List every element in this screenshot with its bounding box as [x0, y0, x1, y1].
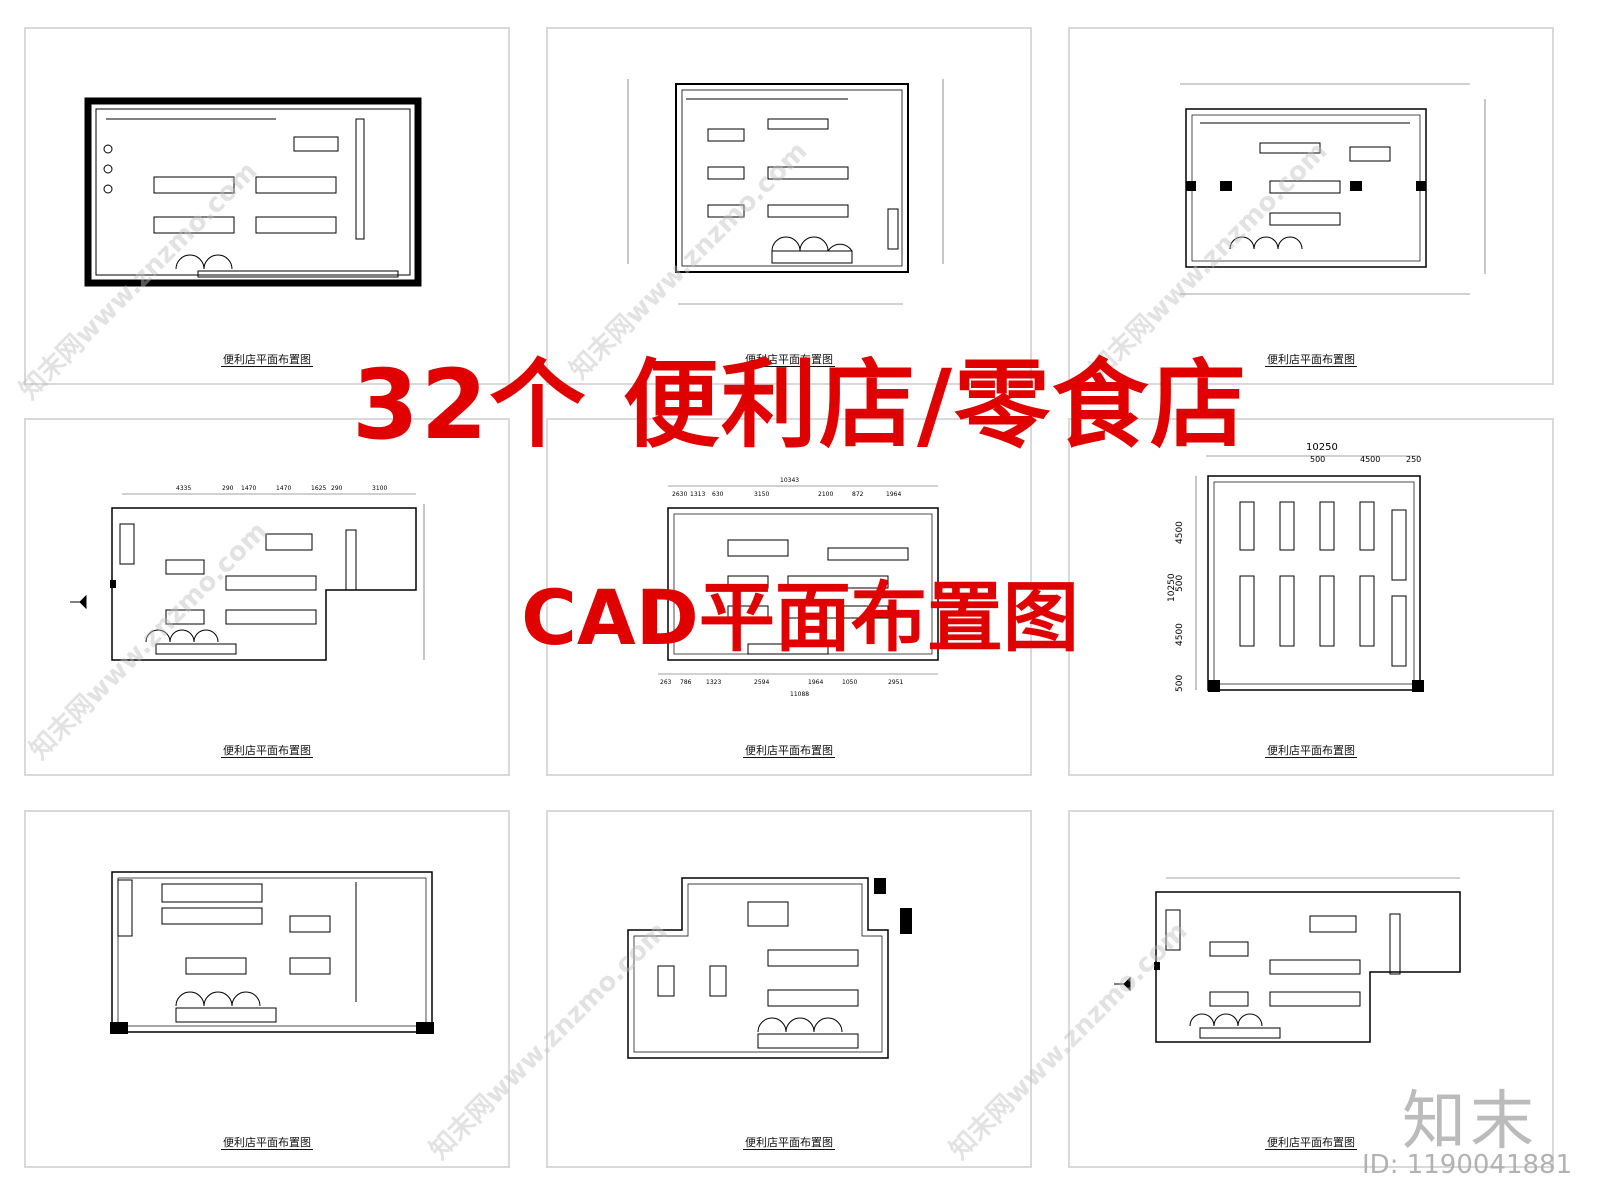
floorplan-drawing: 10250 500 4500 250 4500 500 4500 500 102…	[1167, 442, 1424, 692]
floorplan-drawing: 10343 2630 1313 630 3150 2100 872 1964 2…	[658, 477, 939, 698]
dim-label: 786	[680, 679, 692, 686]
floorplan-drawing	[627, 79, 944, 305]
panel-caption: 便利店平面布置图	[221, 353, 313, 367]
dim-label: 4500	[1360, 455, 1380, 464]
panel-caption: 便利店平面布置图	[743, 1136, 835, 1150]
dim-label: 1470	[276, 485, 291, 492]
floorplan-panel-7: 便利店平面布置图	[24, 810, 510, 1168]
floorplan-panel-5: 10343 2630 1313 630 3150 2100 872 1964 2…	[546, 418, 1032, 776]
panel-caption: 便利店平面布置图	[743, 744, 835, 758]
dim-label: 4335	[176, 485, 191, 492]
dim-label: 250	[1406, 455, 1421, 464]
dim-label: 4500	[1175, 623, 1185, 646]
dim-label: 11088	[790, 691, 809, 698]
floorplan-panel-6: 10250 500 4500 250 4500 500 4500 500 102…	[1068, 418, 1554, 776]
floorplan-panel-3: 便利店平面布置图	[1068, 27, 1554, 385]
floorplan-drawing	[1114, 877, 1461, 1043]
dim-label: 2951	[888, 679, 903, 686]
dim-label: 1964	[808, 679, 823, 686]
dim-label: 3150	[754, 491, 769, 498]
dim-label: 1625	[311, 485, 326, 492]
dim-label: 290	[331, 485, 343, 492]
floorplan-panel-8: 便利店平面布置图	[546, 810, 1032, 1168]
panel-caption: 便利店平面布置图	[1265, 353, 1357, 367]
dim-label: 1470	[241, 485, 256, 492]
dim-label: 1050	[842, 679, 857, 686]
dim-label: 630	[712, 491, 724, 498]
image-id: ID: 1190041881	[1362, 1150, 1573, 1180]
panel-caption: 便利店平面布置图	[221, 1136, 313, 1150]
floorplan-panel-9: 便利店平面布置图	[1068, 810, 1554, 1168]
floorplan-drawing	[110, 871, 434, 1034]
dim-label: 2630	[672, 491, 687, 498]
dim-label: 500	[1310, 455, 1325, 464]
panel-caption: 便利店平面布置图	[1265, 1136, 1357, 1150]
floorplan-panel-2: 便利店平面布置图	[546, 27, 1032, 385]
dim-label: 872	[852, 491, 864, 498]
floorplan-panel-4: 4335 290 1470 1470 1625 290 3100 便利店平面布置…	[24, 418, 510, 776]
panel-caption: 便利店平面布置图	[221, 744, 313, 758]
dim-label: 4500	[1175, 521, 1185, 544]
headline-title: 32个 便利店/零食店	[351, 349, 1249, 461]
dim-label: 2594	[754, 679, 769, 686]
dim-label: 3100	[372, 485, 387, 492]
dim-label: 1313	[690, 491, 705, 498]
panel-caption: 便利店平面布置图	[743, 353, 835, 367]
dim-label: 1323	[706, 679, 721, 686]
floorplan-drawing	[84, 97, 422, 287]
dim-label: 290	[222, 485, 234, 492]
dim-label: 10343	[780, 477, 799, 484]
dim-label: 1964	[886, 491, 901, 498]
dim-label: 2100	[818, 491, 833, 498]
dim-label: 10250	[1306, 442, 1338, 453]
dim-label: 500	[1175, 575, 1185, 592]
dim-label: 10250	[1167, 573, 1177, 602]
floorplan-drawing: 4335 290 1470 1470 1625 290 3100	[70, 485, 425, 661]
dim-label: 263	[660, 679, 672, 686]
brand-logo: 知末	[1402, 1085, 1538, 1159]
headline-subtitle: CAD平面布置图	[521, 573, 1079, 662]
floorplan-panel-1: 便利店平面布置图	[24, 27, 510, 385]
dim-label: 500	[1175, 675, 1185, 692]
floorplan-drawing	[1180, 83, 1486, 295]
floorplan-drawing	[627, 877, 912, 1059]
panel-caption: 便利店平面布置图	[1265, 744, 1357, 758]
